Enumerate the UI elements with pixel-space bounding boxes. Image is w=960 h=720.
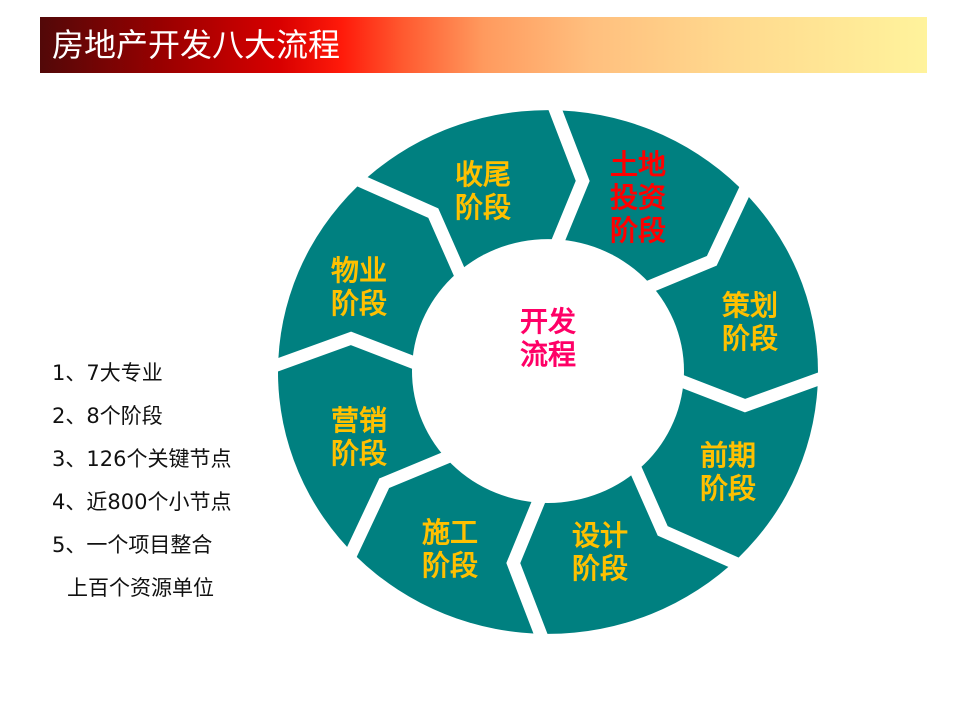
stage-closing: 收尾 阶段 xyxy=(438,158,528,224)
stage-label-line2: 阶段 xyxy=(571,552,628,585)
stage-label-line1: 营销 xyxy=(330,404,387,437)
summary-item: 3、126个关键节点 xyxy=(52,447,232,471)
stage-label-line1: 土地 xyxy=(609,148,666,181)
stage-label-line3: 阶段 xyxy=(609,214,666,247)
center-circle xyxy=(412,239,684,503)
stage-label-line1: 设计 xyxy=(571,519,628,552)
summary-item: 4、近800个小节点 xyxy=(52,490,232,514)
gap-planning-preliminary xyxy=(655,366,841,413)
summary-list: 1、7大专业 2、8个阶段 3、126个关键节点 4、近800个小节点 5、一个… xyxy=(52,352,231,610)
summary-item: 1、7大专业 xyxy=(52,361,163,385)
stage-planning: 策划 阶段 xyxy=(705,289,795,355)
stage-label-line2: 阶段 xyxy=(330,437,387,470)
stage-label-line1: 前期 xyxy=(699,439,756,472)
stage-label-line1: 施工 xyxy=(421,516,478,549)
gap-marketing-property xyxy=(255,331,441,378)
summary-item: 5、一个项目整合 xyxy=(52,533,213,557)
stage-label-line1: 收尾 xyxy=(454,158,511,191)
stage-preliminary: 前期 阶段 xyxy=(683,439,773,505)
center-label: 开发 流程 xyxy=(503,305,593,371)
gap-preliminary-design xyxy=(620,445,756,577)
gap-property-closing xyxy=(340,167,476,299)
gap-construction-marketing xyxy=(337,441,473,574)
stage-label-line2: 阶段 xyxy=(454,191,511,224)
summary-item: 2、8个阶段 xyxy=(52,404,163,428)
stage-label-line2: 阶段 xyxy=(421,549,478,582)
stage-land-investment: 土地 投资 阶段 xyxy=(593,148,683,247)
ring-gaps xyxy=(255,88,841,656)
gap-design-construction xyxy=(506,476,555,656)
stage-marketing: 营销 阶段 xyxy=(314,404,404,470)
title-bar: 房地产开发八大流程 xyxy=(40,17,927,73)
stage-property: 物业 阶段 xyxy=(314,254,404,320)
center-label-line1: 开发 xyxy=(519,305,576,338)
page-title: 房地产开发八大流程 xyxy=(52,26,341,64)
stage-label-line1: 策划 xyxy=(721,289,778,322)
stage-label-line2: 阶段 xyxy=(721,322,778,355)
center-label-line2: 流程 xyxy=(519,338,576,371)
gap-land-planning xyxy=(623,170,759,303)
stage-construction: 施工 阶段 xyxy=(405,516,495,582)
stage-design: 设计 阶段 xyxy=(555,519,645,585)
stage-label-line1: 物业 xyxy=(330,254,387,287)
stage-label-line2: 阶段 xyxy=(330,287,387,320)
stage-label-line2: 阶段 xyxy=(699,472,756,505)
stage-label-line2: 投资 xyxy=(609,181,666,214)
summary-item-continuation: 上百个资源单位 xyxy=(67,576,214,600)
gap-closing-land xyxy=(541,88,590,268)
